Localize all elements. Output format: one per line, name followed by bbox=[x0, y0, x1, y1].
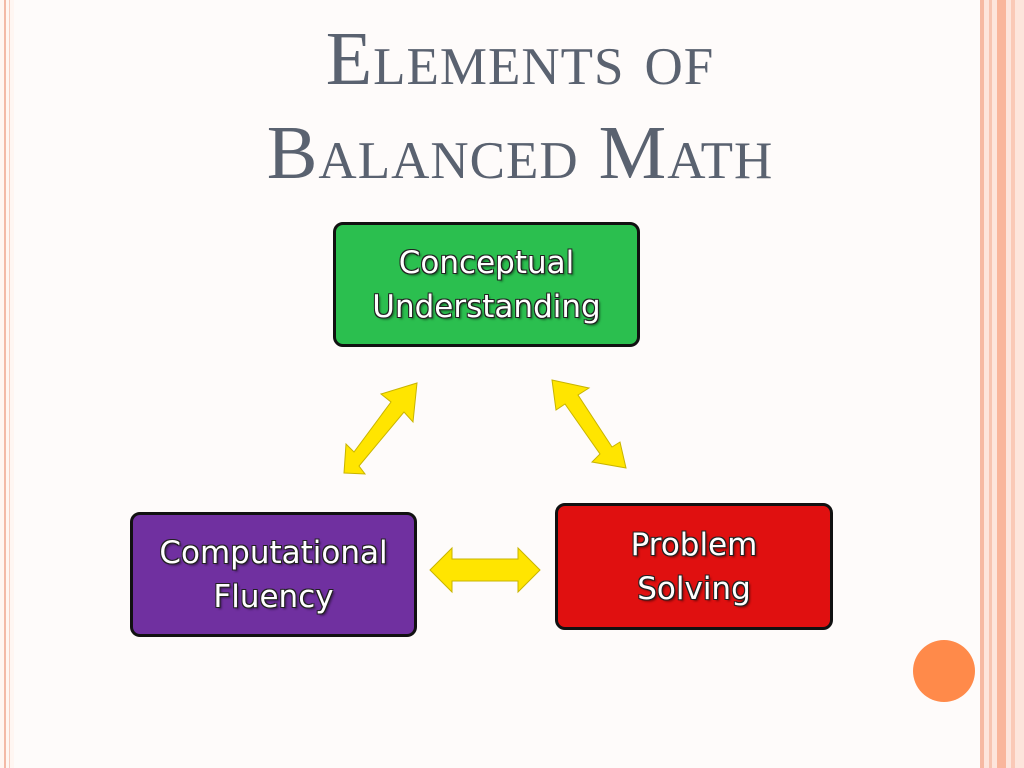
right-border-stripe bbox=[989, 0, 992, 768]
arrow-conceptual-problem bbox=[551, 379, 627, 469]
accent-dot bbox=[913, 640, 975, 702]
node-conceptual-understanding: Conceptual Understanding bbox=[333, 222, 640, 347]
right-border-stripe bbox=[980, 0, 984, 768]
node-label: Problem Solving bbox=[630, 526, 758, 607]
arrow-conceptual-computational bbox=[343, 382, 418, 475]
left-border-line-inner bbox=[9, 0, 10, 768]
slide-title-line-2: Balanced Math bbox=[266, 111, 774, 195]
right-border-stripe bbox=[1011, 0, 1015, 768]
left-border-line bbox=[4, 0, 6, 768]
right-border-stripe bbox=[997, 0, 1006, 768]
slide-title: Elements of Balanced Math bbox=[110, 12, 930, 200]
left-border-decoration bbox=[0, 0, 14, 768]
arrow-computational-problem bbox=[429, 546, 541, 594]
node-computational-fluency: Computational Fluency bbox=[130, 512, 417, 637]
right-border-decoration bbox=[980, 0, 1024, 768]
slide-title-line-1: Elements of bbox=[325, 17, 715, 101]
node-problem-solving: Problem Solving bbox=[555, 503, 833, 630]
node-label: Computational Fluency bbox=[159, 534, 388, 615]
node-label: Conceptual Understanding bbox=[372, 244, 601, 325]
